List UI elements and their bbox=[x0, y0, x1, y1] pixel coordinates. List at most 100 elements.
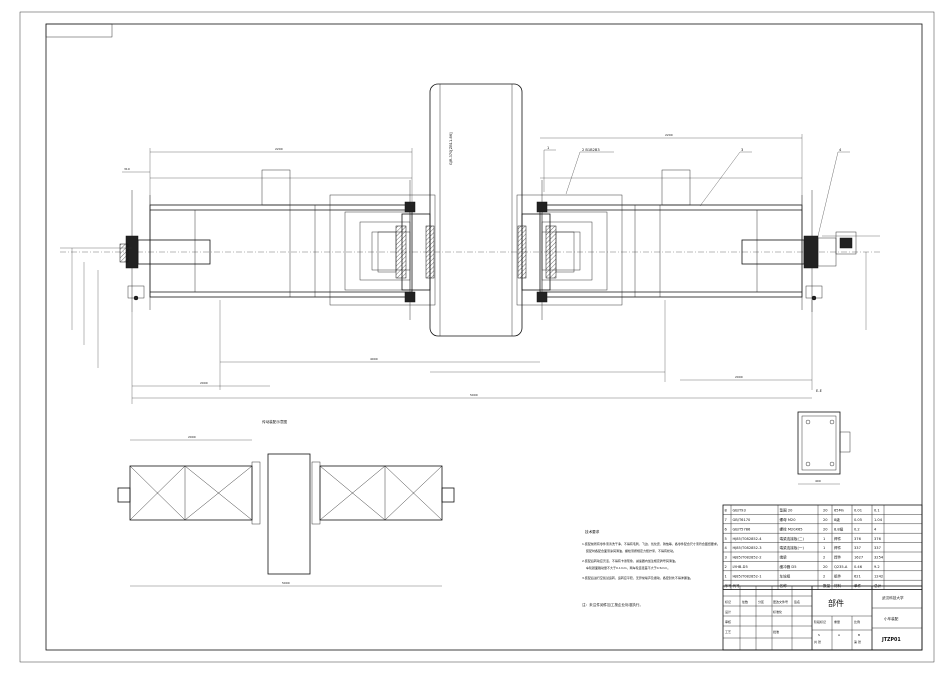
dim-side: 310 bbox=[124, 167, 130, 171]
parts-cell-code: GB/T6170 bbox=[733, 518, 752, 522]
tb-label-biaoji: 标记 bbox=[725, 599, 731, 604]
dim-mid: 4000 bbox=[370, 357, 378, 361]
parts-cell-no: 5 bbox=[725, 537, 727, 541]
parts-cell-qty: 2 bbox=[823, 574, 825, 578]
parts-header-cell: 名称 bbox=[780, 583, 788, 588]
right-girder bbox=[539, 204, 803, 298]
parts-cell-no: 2 bbox=[725, 565, 727, 569]
parts-cell-code: GB/T93 bbox=[733, 509, 746, 513]
title-block: 部件 武汉科技大学 小车装配 JTZP01 标记 处数 分区 更改文件号 签名 … bbox=[722, 585, 923, 651]
parts-cell-name: 端梁连接板(一) bbox=[780, 545, 805, 550]
tech-req-line-3: 2.装配后转动应灵活，不得有卡滞现象，减速器内加注规定牌号润滑油。 bbox=[582, 558, 678, 563]
parts-header-cell: 序号 bbox=[725, 583, 733, 588]
tb-label-jieduan: 阶段标记 bbox=[814, 619, 826, 624]
tb-label-gong: 共 张 bbox=[814, 639, 821, 644]
tech-req-line-1: 1.装配前所有零件须清洗干净，不得有毛刺、飞边、氧化皮、锈蚀等，各零件配合尺寸须… bbox=[582, 541, 720, 546]
parts-cell-name: 缓冲器 D5 bbox=[780, 564, 797, 569]
tb-label-shenhe: 审核 bbox=[725, 619, 731, 624]
parts-cell-total: 9.2 bbox=[874, 565, 880, 569]
central-wheel-frame bbox=[429, 83, 523, 337]
parts-header-cell: 单件 bbox=[854, 583, 862, 588]
left-joint-flange bbox=[377, 180, 435, 320]
tb-scale-a: A bbox=[838, 633, 841, 637]
parts-cell-mat: 焊件 bbox=[834, 536, 842, 541]
balloon-2: 2 B1B2B3 bbox=[582, 148, 600, 152]
outer-border bbox=[19, 11, 935, 663]
parts-cell-no: 1 bbox=[725, 574, 727, 578]
dim-top-right: 2200 bbox=[665, 133, 673, 137]
plan-dim-length: 5000 bbox=[282, 581, 290, 585]
parts-cell-mat: 焊件 bbox=[834, 545, 842, 550]
parts-cell-unit: 376 bbox=[854, 537, 862, 541]
tb-label-sheji: 设计 bbox=[725, 609, 731, 614]
parts-cell-unit: 0.01 bbox=[854, 509, 862, 513]
tb-scale-s: S bbox=[818, 633, 820, 637]
tb-label-fenqu: 分区 bbox=[758, 599, 764, 604]
parts-cell-qty: 20 bbox=[823, 518, 828, 522]
dim-bottom-right: 2000 bbox=[735, 375, 743, 379]
tech-req-note: 注：未注件阅件加工按企业标准执行。 bbox=[582, 602, 643, 607]
section-label: E-E bbox=[816, 389, 823, 393]
parts-cell-qty: 1 bbox=[823, 546, 825, 550]
parts-cell-name: 螺栓 M20X65 bbox=[780, 526, 803, 531]
parts-cell-code: HJ85/T082852-4 bbox=[733, 537, 763, 541]
parts-cell-name: 螺母 M20 bbox=[780, 517, 797, 522]
parts-cell-code: HJ85/T082852-1 bbox=[733, 574, 762, 578]
parts-cell-mat: 焊件 bbox=[834, 555, 842, 560]
parts-header-cell: 代号 bbox=[733, 583, 741, 588]
leader-balloons: 1 2 B1B2B3 3 4 bbox=[543, 146, 850, 237]
parts-cell-name: 车轮组 bbox=[780, 573, 791, 578]
balloon-1: 1 bbox=[547, 146, 549, 150]
parts-cell-no: 4 bbox=[725, 546, 728, 550]
parts-cell-name: 垫圈 20 bbox=[780, 508, 794, 513]
section-dim: 400 bbox=[815, 479, 821, 483]
tb-label-qianming: 签名 bbox=[794, 599, 800, 604]
tech-req-line-2: 装配时各配合面须涂润滑油，螺栓须按规定力矩拧紧，不得有松动。 bbox=[586, 548, 676, 553]
title-block-assembly: 小车装配 bbox=[884, 616, 899, 621]
parts-cell-mat: 组件 bbox=[834, 573, 842, 578]
parts-cell-unit: 337 bbox=[854, 546, 861, 550]
parts-cell-total: 3254 bbox=[874, 556, 884, 560]
tech-requirements: 技术要求 1.装配前所有零件须清洗干净，不得有毛刺、飞边、氧化皮、锈蚀等，各零件… bbox=[582, 529, 720, 607]
parts-cell-mat: 65Mn bbox=[834, 509, 844, 513]
parts-cell-qty: 20 bbox=[823, 527, 828, 531]
parts-cell-total: 376 bbox=[874, 537, 882, 541]
parts-cell-no: 7 bbox=[725, 518, 727, 522]
tb-label-bili: 比例 bbox=[854, 619, 860, 624]
wheel-label: GJR-370[ZB11-86] bbox=[449, 132, 453, 165]
tech-req-title: 技术要求 bbox=[585, 529, 600, 534]
parts-header-cell: 数量 bbox=[823, 583, 831, 588]
right-joint-flange bbox=[517, 180, 575, 320]
parts-cell-qty: 1 bbox=[823, 537, 825, 541]
tb-label-pizhun: 批准 bbox=[773, 629, 779, 634]
corner-tag-box bbox=[45, 23, 113, 38]
parts-cell-code: HJ85/T082852-3 bbox=[733, 546, 762, 550]
parts-cell-total: 0.1 bbox=[874, 509, 880, 513]
tb-label-zhongliang: 重量 bbox=[834, 619, 840, 624]
parts-cell-unit: 1627 bbox=[854, 556, 863, 560]
title-block-school: 武汉科技大学 bbox=[882, 595, 904, 600]
parts-cell-no: 8 bbox=[725, 509, 728, 513]
inner-border bbox=[45, 23, 923, 651]
parts-cell-no: 3 bbox=[725, 556, 727, 560]
parts-cell-unit: 0.2 bbox=[854, 527, 860, 531]
parts-header-cell: 总计 bbox=[874, 583, 882, 588]
parts-cell-unit: 621 bbox=[854, 574, 861, 578]
parts-cell-qty: 2 bbox=[823, 556, 825, 560]
parts-cell-qty: 20 bbox=[823, 509, 828, 513]
tb-label-genggai: 更改文件号 bbox=[773, 599, 788, 604]
dimension-lines: 2200 2200 310 4000 2000 2000 5000 bbox=[60, 133, 880, 404]
parts-cell-mat: 8级 bbox=[834, 517, 840, 522]
dim-top-left: 2200 bbox=[275, 147, 283, 151]
tb-label-chushu: 处数 bbox=[742, 599, 748, 604]
parts-cell-total: 337 bbox=[874, 546, 881, 550]
parts-list-table: 8 GB/T93 垫圈 20 20 65Mn 0.01 0.1 7 GB/T6170 螺母 M20… bbox=[722, 504, 923, 590]
plan-dim-width: 2000 bbox=[188, 435, 196, 439]
title-block-part-name: 部件 bbox=[828, 598, 844, 608]
parts-cell-unit: 0.46 bbox=[854, 565, 863, 569]
parts-cell-mat: 8.8级 bbox=[834, 526, 844, 531]
parts-cell-name: 端梁连接板(二) bbox=[780, 536, 805, 541]
tb-label-di: 第 张 bbox=[854, 639, 861, 644]
